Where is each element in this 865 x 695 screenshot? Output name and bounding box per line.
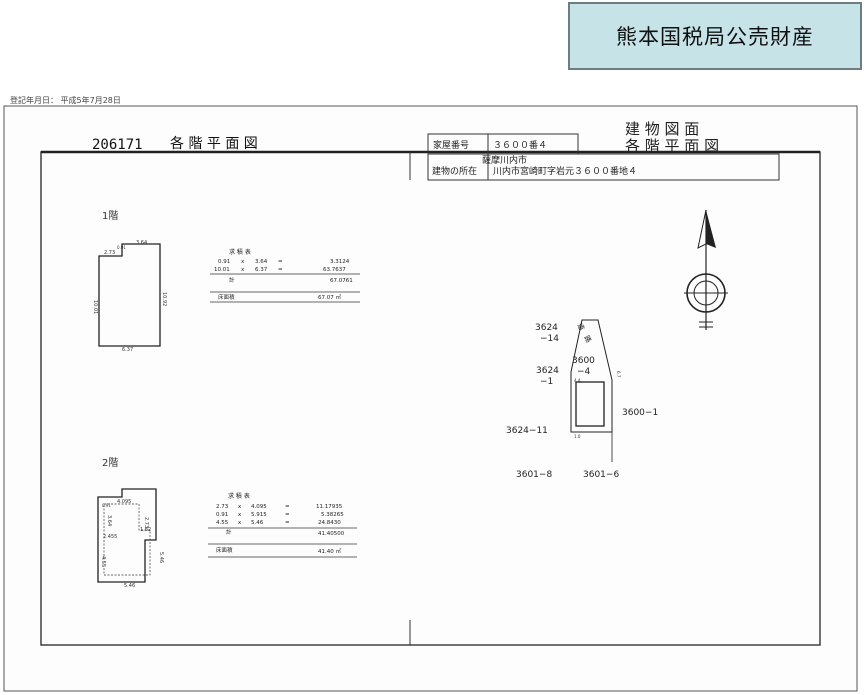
floor1-row-2: 10.01 x 6.37 = 63.7637 xyxy=(214,267,346,273)
location-row xyxy=(427,153,780,181)
floor1-plan: 3.64 2.73 0.91 10.01 10.92 6.37 xyxy=(92,240,167,353)
right-title-2: 各 階 平 面 図 xyxy=(625,137,719,155)
floor1-row-1: 0.91 x 3.64 = 3.3124 xyxy=(218,259,350,265)
floor2-dim-notch: 0.91 xyxy=(102,503,111,508)
svg-text:4.095: 4.095 xyxy=(251,504,267,510)
svg-text:3.64: 3.64 xyxy=(255,259,268,265)
svg-text:x: x xyxy=(238,512,242,518)
floor1-label: 1階 xyxy=(102,210,118,222)
svg-text:=: = xyxy=(285,504,290,510)
svg-text:11.17935: 11.17935 xyxy=(316,504,343,510)
floor2-dim-bottom: 5.46 xyxy=(124,583,135,589)
floor1-dim-bottom: 6.37 xyxy=(122,347,133,353)
floor2-dim-left-upper: 3.64 xyxy=(106,515,112,526)
floor1-outline xyxy=(98,243,161,347)
svg-text:5.46: 5.46 xyxy=(251,520,264,526)
floor2-plan: 4.095 2.73 0.91 3.64 2.455 1.82 4.55 5.4… xyxy=(97,488,164,589)
parcel-3601-8: 3601−8 xyxy=(516,470,552,480)
svg-text:2.73: 2.73 xyxy=(216,504,229,510)
doc-title: 各 階 平 面 図 xyxy=(170,136,258,152)
svg-text:=: = xyxy=(278,267,283,273)
floor1-dim-left: 10.01 xyxy=(92,300,98,314)
floor1-dim-small: 0.91 xyxy=(117,245,126,250)
svg-text:=: = xyxy=(285,512,290,518)
floor2-area-value: 41.40 ㎡ xyxy=(318,547,341,555)
site-parcel-outline xyxy=(570,319,613,433)
parcel-3624-1: 3624 xyxy=(536,366,559,376)
parcel-3601-6: 3601−6 xyxy=(583,470,619,480)
floor2-dim-step: 1.82 xyxy=(140,527,151,533)
location-value: 川内市宮崎町字岩元３６００番地４ xyxy=(493,165,637,177)
parcel-3600-4: 3600 xyxy=(572,356,595,366)
seller-badge: 熊本国税局公売財産 xyxy=(568,2,862,70)
svg-text:5.915: 5.915 xyxy=(251,512,267,518)
floor2-calc-table: 求 積 表 2.73 x 4.095 = 11.17935 0.91 x 5.9… xyxy=(208,492,357,558)
parcel-3600-1: 3600−1 xyxy=(622,408,658,418)
floor1-calc-table: 求 積 表 0.91 x 3.64 = 3.3124 10.01 x 6.37 … xyxy=(210,248,360,303)
svg-text:x: x xyxy=(241,259,245,265)
north-arrow-icon xyxy=(684,209,728,330)
site-dim-b: 1.0 xyxy=(574,434,581,439)
svg-text:24.8430: 24.8430 xyxy=(318,520,341,526)
parcel-3624-1-suffix: −1 xyxy=(540,377,553,387)
svg-text:0.91: 0.91 xyxy=(216,512,228,518)
floor1-dim-top: 3.64 xyxy=(136,240,147,246)
location-label: 建物の所在 xyxy=(432,165,477,177)
sheet-border xyxy=(3,105,858,692)
svg-text:4.55: 4.55 xyxy=(216,520,229,526)
svg-text:x: x xyxy=(238,520,242,526)
floor2-row-3: 4.55 x 5.46 = 24.8430 xyxy=(216,520,341,526)
site-dim-c: 6.7 xyxy=(616,371,621,378)
floor2-total-label: 計 xyxy=(226,528,232,536)
location-prefix: 薩摩川内市 xyxy=(482,154,527,166)
floor1-total-label: 計 xyxy=(229,276,235,284)
floor2-dim-inner: 2.455 xyxy=(103,534,117,540)
floor1-dim-right: 10.92 xyxy=(161,292,167,306)
right-title-1: 建 物 図 面 xyxy=(625,120,699,138)
site-building xyxy=(575,381,605,427)
floor2-row-2: 0.91 x 5.915 = 5.38265 xyxy=(216,512,344,518)
seller-badge-text: 熊本国税局公売財産 xyxy=(616,25,814,49)
floor2-total-value: 41.40500 xyxy=(318,531,345,537)
svg-text:3.3124: 3.3124 xyxy=(330,259,350,265)
doc-number: 206171 xyxy=(92,137,143,153)
floor1-dim-notch: 2.73 xyxy=(104,250,115,256)
parcel-3600-4-suffix: −4 xyxy=(577,367,591,377)
svg-text:5.38265: 5.38265 xyxy=(321,512,344,518)
floor1-area-label: 床面積 xyxy=(218,293,235,301)
parcel-3624-11: 3624−11 xyxy=(506,426,548,436)
site-dim-a: 4.4 xyxy=(574,378,581,383)
floor2-dim-left: 4.55 xyxy=(100,556,106,567)
svg-text:=: = xyxy=(285,520,290,526)
floor2-area-label: 床面積 xyxy=(216,546,233,554)
registration-date: 登記年月日： 平成5年7月28日 xyxy=(10,96,121,105)
floor2-row-1: 2.73 x 4.095 = 11.17935 xyxy=(216,504,343,510)
svg-text:6.37: 6.37 xyxy=(255,267,268,273)
floor1-total-value: 67.0761 xyxy=(330,278,353,284)
parcel-3624-14: 3624 xyxy=(535,323,558,333)
svg-text:x: x xyxy=(238,504,242,510)
floor1-calc-title: 求 積 表 xyxy=(229,248,251,256)
floor2-inner-outline xyxy=(103,503,151,576)
svg-text:0.91: 0.91 xyxy=(218,259,230,265)
svg-text:63.7637: 63.7637 xyxy=(323,267,346,273)
parcel-3624-14-suffix: −14 xyxy=(540,334,559,344)
floor2-dim-top: 4.095 xyxy=(117,499,131,505)
floor2-calc-title: 求 積 表 xyxy=(228,492,250,500)
floor2-label: 2階 xyxy=(102,457,118,469)
floor2-dim-right: 5.46 xyxy=(158,552,164,563)
svg-text:x: x xyxy=(241,267,245,273)
floor2-outline xyxy=(97,488,157,583)
house-no-label: 家屋番号 xyxy=(433,139,469,151)
info-table: 家屋番号 ３６００番４ 建物の所在 薩摩川内市 川内市宮崎町字岩元３６００番地４ xyxy=(427,133,780,181)
svg-text:10.01: 10.01 xyxy=(214,267,230,273)
floor1-area-value: 67.07 ㎡ xyxy=(318,293,341,301)
svg-text:=: = xyxy=(278,259,283,265)
house-no-value: ３６００番４ xyxy=(493,139,547,151)
floor2-dim-right-upper: 2.73 xyxy=(143,517,149,528)
